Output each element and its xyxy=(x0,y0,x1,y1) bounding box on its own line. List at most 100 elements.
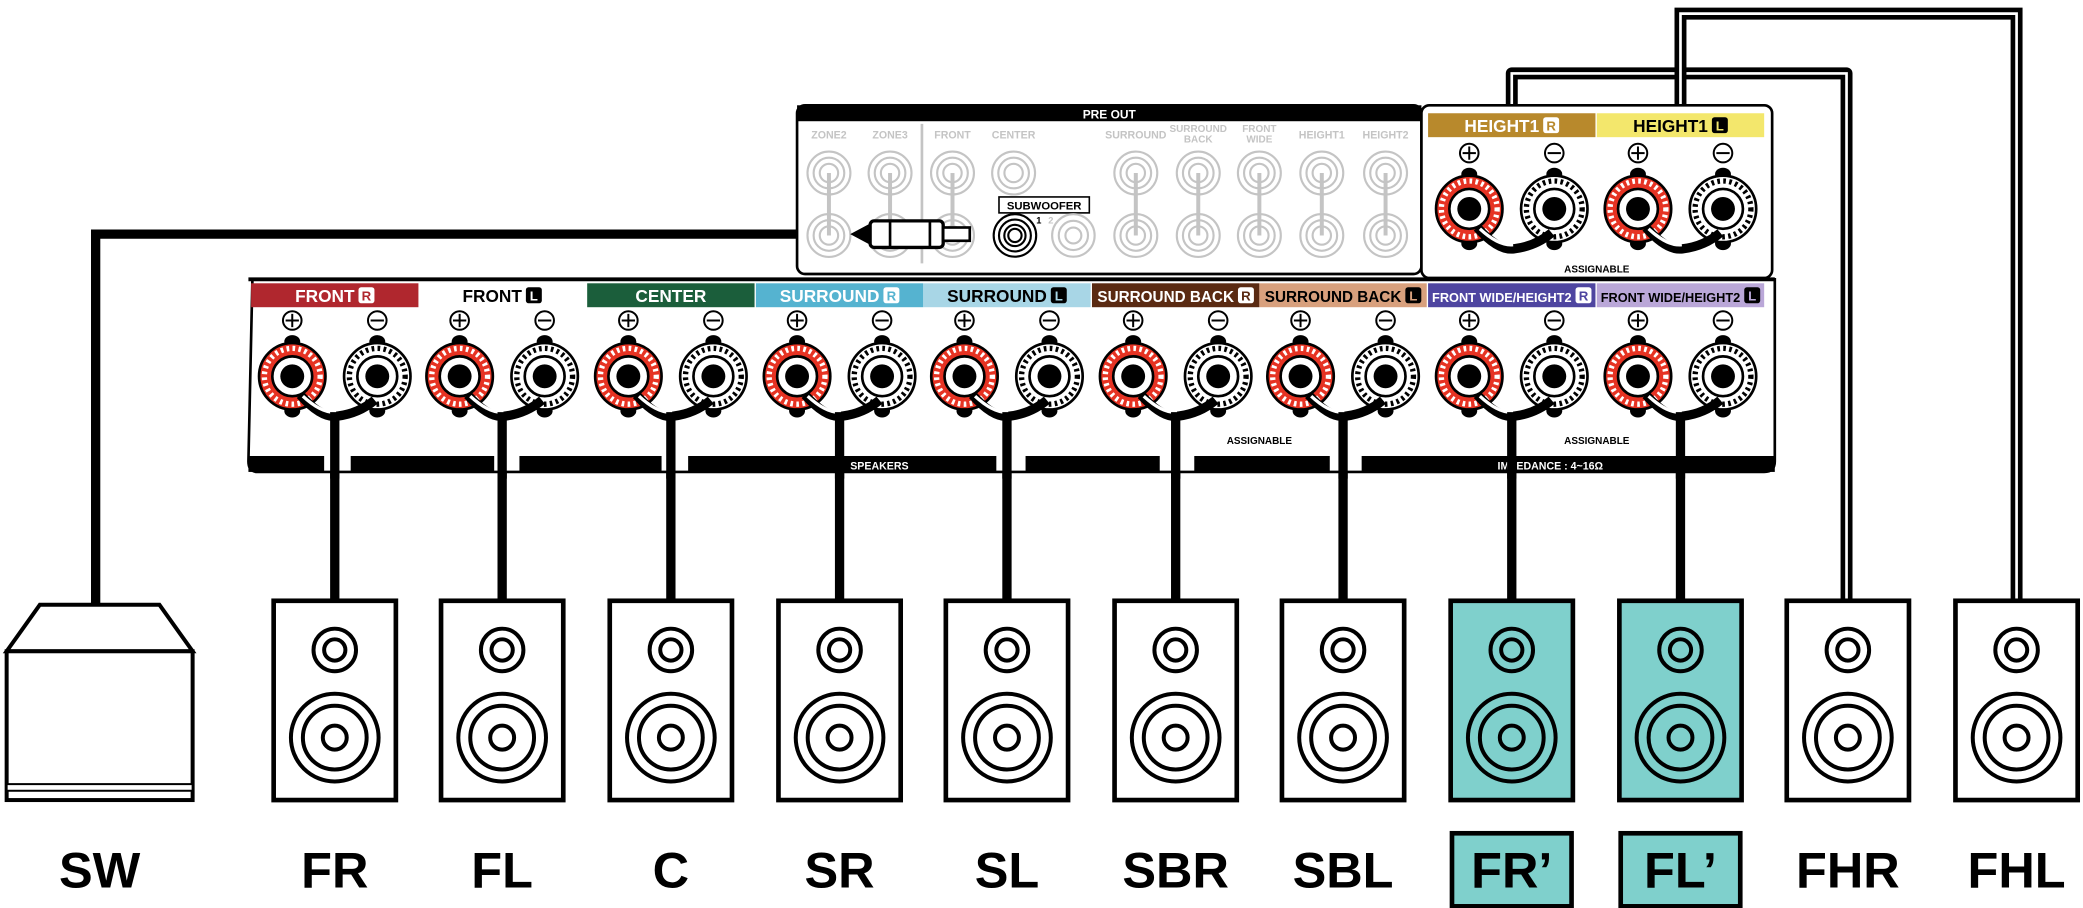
woofer-cone xyxy=(636,703,705,772)
side-badge xyxy=(525,287,542,304)
speaker-label-box xyxy=(1618,830,1743,908)
side-badge xyxy=(1237,287,1254,304)
woofer-cap xyxy=(1329,723,1358,752)
channel-label-text: SURROUND BACK xyxy=(1097,289,1234,306)
positive-terminal xyxy=(1434,142,1504,251)
woofer-cone xyxy=(468,703,537,772)
pre-out-jack: SURROUND xyxy=(1105,129,1167,258)
rca-jack xyxy=(867,150,913,196)
speaker-sw: SW xyxy=(2,602,197,899)
channel-label-bg xyxy=(755,283,924,308)
positive-terminal xyxy=(593,310,663,418)
woofer-cone xyxy=(1477,703,1546,772)
plug-body xyxy=(868,219,945,250)
jack-label: ZONE2 xyxy=(811,129,846,141)
impedance-label: IMPEDANCE : 4~16Ω xyxy=(1498,460,1604,472)
woofer-cap xyxy=(320,723,349,752)
side-badge-letter: L xyxy=(1748,289,1756,304)
tweeter xyxy=(816,626,863,674)
speaker-fl: FL’ xyxy=(1617,598,1744,908)
terminal-hole xyxy=(447,364,472,389)
terminal-hole xyxy=(1457,364,1482,389)
terminal-knurl xyxy=(1102,345,1164,407)
panel-bottom-bar xyxy=(1025,455,1160,472)
rca-jack xyxy=(873,156,907,190)
channel-label-text: SURROUND BACK xyxy=(1265,289,1402,306)
side-badge xyxy=(1711,117,1728,134)
terminal-hole xyxy=(1626,364,1650,389)
pre-out-jack: CENTER xyxy=(991,129,1037,196)
rca-jack xyxy=(1242,219,1276,252)
woofer-cap xyxy=(1497,723,1526,752)
woofer xyxy=(288,691,381,784)
tweeter xyxy=(983,626,1031,674)
terminal-hole xyxy=(280,364,305,389)
rca-jack xyxy=(1187,162,1209,184)
subwoofer-cable xyxy=(90,229,851,609)
rca-jack xyxy=(997,156,1030,190)
rca-jack xyxy=(1375,162,1396,184)
negative-terminal xyxy=(678,310,748,418)
subwoofer-base xyxy=(5,783,194,792)
tweeter xyxy=(1488,626,1536,674)
subwoofer-1-jack xyxy=(1007,227,1023,244)
woofer-cap xyxy=(825,723,854,752)
subwoofer-1-jack xyxy=(1003,223,1027,248)
speaker-cabinet xyxy=(271,598,399,803)
subwoofer-label: SUBWOOFER xyxy=(1007,201,1082,213)
plug-boot xyxy=(850,223,871,245)
subwoofer-body xyxy=(4,649,195,803)
channel-label-text: FRONT xyxy=(295,286,355,306)
woofer xyxy=(1465,691,1558,784)
negative-terminal xyxy=(1351,310,1421,418)
terminal-knurl xyxy=(1269,345,1332,407)
woofer-cap xyxy=(993,723,1021,752)
channel-label-bg xyxy=(923,283,1091,308)
positive-terminal xyxy=(929,310,999,418)
terminal-knurl xyxy=(1355,345,1417,407)
positive-terminal xyxy=(1266,310,1336,418)
pre-out-jack: HEIGHT1 xyxy=(1299,129,1345,258)
speaker-cabinet xyxy=(438,598,566,803)
tweeter-dome xyxy=(994,637,1020,663)
terminal-knurl xyxy=(851,345,913,407)
rca-jack xyxy=(1113,150,1159,196)
rca-jack xyxy=(812,219,846,252)
woofer-cone xyxy=(1982,703,2051,772)
speaker-label: SBL xyxy=(1293,842,1394,899)
pre-out-jack: ZONE2 xyxy=(806,129,852,258)
side-badge xyxy=(358,287,375,304)
terminal-knurl xyxy=(1607,345,1669,407)
negative-terminal xyxy=(510,310,580,418)
tweeter-dome xyxy=(1499,637,1525,663)
rca-jack xyxy=(1175,212,1221,258)
terminal-knurl xyxy=(1523,178,1585,240)
terminal-hole xyxy=(1288,364,1313,389)
terminal-knurl xyxy=(766,345,828,407)
side-badge-letter: R xyxy=(1579,289,1589,304)
wire-split-core xyxy=(1478,227,1514,247)
subwoofer-top xyxy=(2,602,197,654)
panel-bottom-bar xyxy=(350,455,495,472)
terminal-hole xyxy=(1457,196,1482,221)
terminal-knurl xyxy=(1438,178,1500,240)
negative-terminal xyxy=(847,310,917,418)
jack-label: BACK xyxy=(1184,134,1214,145)
terminal-knurl xyxy=(933,345,996,407)
channel-label-text: FRONT xyxy=(462,286,522,306)
rca-jack xyxy=(1113,212,1159,258)
channel-label: CENTER xyxy=(587,283,755,308)
speaker-label: SBR xyxy=(1122,842,1229,899)
tweeter xyxy=(1152,626,1199,674)
negative-terminal xyxy=(1688,142,1758,251)
rca-jack xyxy=(1363,150,1409,196)
side-badge-letter: L xyxy=(530,289,538,304)
speaker-label: C xyxy=(653,842,689,899)
subwoofer-2-jack xyxy=(1051,213,1096,258)
